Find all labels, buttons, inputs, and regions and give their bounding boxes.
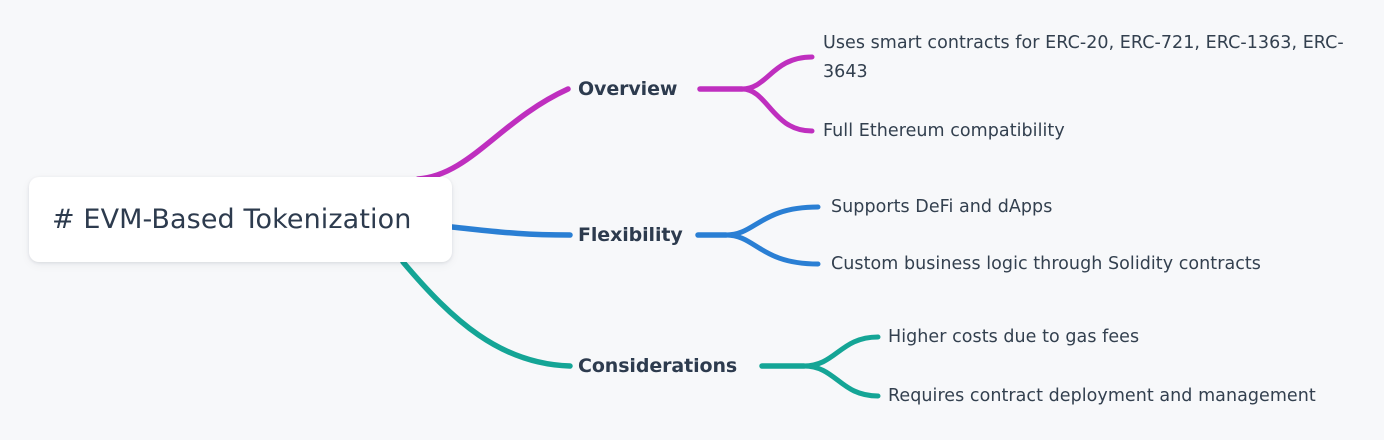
branch-label-flexibility[interactable]: Flexibility (578, 224, 683, 246)
edge-root-to-overview (415, 86, 571, 182)
edge-root-to-considerations (400, 259, 573, 369)
edge-overview-to-leaf-1 (739, 54, 815, 92)
edge-overview-to-leaf-2 (739, 86, 815, 134)
leaf-label-considerations-1[interactable]: Higher costs due to gas fees (888, 327, 1140, 347)
root-node[interactable]: # EVM-Based Tokenization (29, 177, 452, 262)
edge-considerations-to-leaf-2 (801, 363, 881, 399)
edge-root-to-flexibility (449, 224, 573, 238)
edge-flexibility-to-leaf-2 (723, 232, 821, 267)
edge-considerations-to-leaf-1 (801, 334, 881, 369)
root-node-label: # EVM-Based Tokenization (52, 204, 412, 235)
leaf-label-flexibility-2[interactable]: Custom business logic through Solidity c… (831, 254, 1261, 274)
edge-flexibility-to-leaf-1 (723, 204, 821, 238)
leaf-label-considerations-2[interactable]: Requires contract deployment and managem… (888, 386, 1316, 406)
branch-label-overview[interactable]: Overview (578, 78, 678, 100)
leaf-label-flexibility-1[interactable]: Supports DeFi and dApps (831, 197, 1053, 217)
leaf-label-overview-2[interactable]: Full Ethereum compatibility (823, 121, 1065, 141)
leaf-label-overview-1[interactable]: Uses smart contracts for ERC-20, ERC-721… (823, 33, 1344, 82)
branch-label-considerations[interactable]: Considerations (578, 355, 738, 377)
